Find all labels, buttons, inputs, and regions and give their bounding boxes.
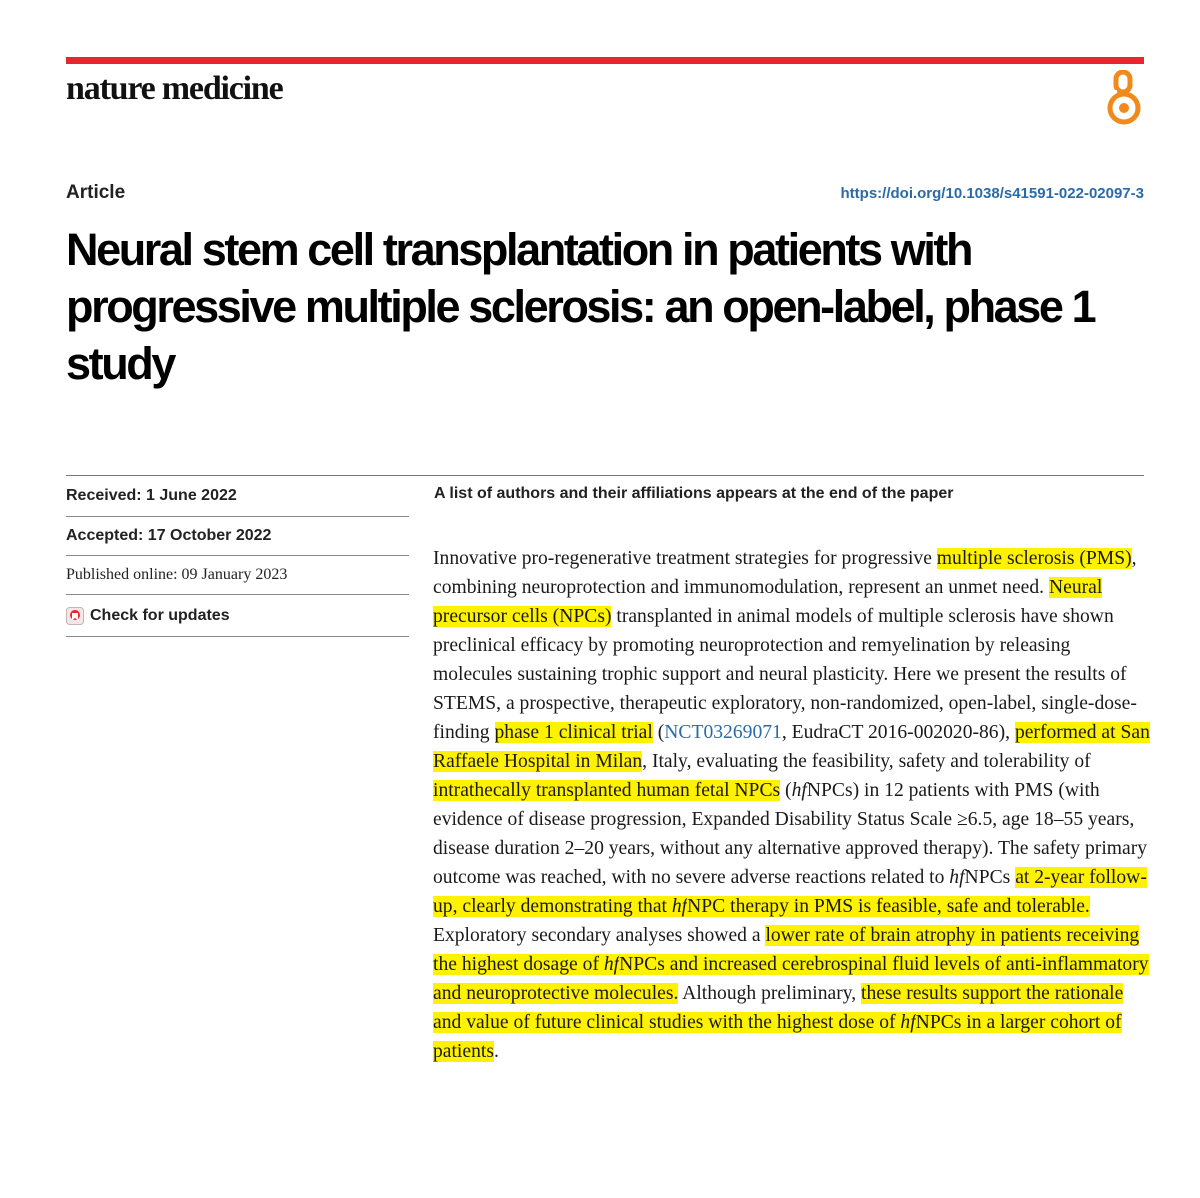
highlighted-text: intrathecally transplanted human fetal N…: [433, 780, 781, 801]
abstract-text: (: [780, 780, 792, 801]
article-type-label: Article: [66, 182, 126, 203]
divider: [66, 475, 1144, 476]
doi-link[interactable]: https://doi.org/10.1038/s41591-022-02097…: [840, 185, 1145, 202]
highlighted-text: multiple sclerosis (PMS): [936, 548, 1132, 569]
abstract-text: hf: [791, 780, 807, 801]
highlighted-text: NPC therapy in PMS is feasible, safe and…: [687, 896, 1090, 917]
abstract-text: Innovative pro-regenerative treatment st…: [433, 548, 937, 569]
highlighted-text: hf: [900, 1012, 916, 1033]
abstract-text: NPCs: [964, 867, 1016, 888]
abstract-text: Although preliminary,: [678, 983, 862, 1004]
journal-name[interactable]: nature medicine: [66, 70, 284, 107]
journal-accent-bar: [66, 57, 1144, 64]
check-updates-button[interactable]: Check for updates: [66, 595, 409, 637]
abstract-text: , combining neuroprotection and immunomo…: [433, 548, 1137, 598]
abstract-text: NPCs) in 12 patients with PMS (with evid…: [433, 780, 1148, 888]
abstract-text: , Italy, evaluating the feasibility, saf…: [642, 751, 1091, 772]
trial-registry-link[interactable]: NCT03269071: [664, 722, 782, 743]
abstract-paragraph: Innovative pro-regenerative treatment st…: [433, 544, 1153, 1066]
accepted-date: Accepted: 17 October 2022: [66, 517, 409, 556]
authors-note: A list of authors and their affiliations…: [434, 485, 954, 502]
received-date: Received: 1 June 2022: [66, 476, 409, 517]
abstract-text: , EudraCT 2016-002020-86),: [781, 722, 1015, 743]
highlighted-text: hf: [671, 896, 688, 917]
published-date: Published online: 09 January 2023: [66, 556, 409, 595]
highlighted-text: phase 1 clinical trial: [494, 722, 653, 743]
check-updates-icon: [66, 606, 84, 625]
abstract-text: Exploratory secondary analyses showed a: [433, 925, 766, 946]
highlighted-text: hf: [603, 954, 620, 975]
abstract-text: hf: [949, 867, 965, 888]
abstract-text: (: [652, 722, 665, 743]
article-title: Neural stem cell transplantation in pati…: [66, 224, 1097, 389]
article-history: Received: 1 June 2022 Accepted: 17 Octob…: [66, 476, 409, 637]
abstract-text: transplanted in animal models of multipl…: [433, 606, 1137, 743]
abstract-text: .: [493, 1041, 499, 1062]
open-access-icon: [1107, 70, 1141, 125]
check-updates-label: Check for updates: [90, 606, 230, 624]
